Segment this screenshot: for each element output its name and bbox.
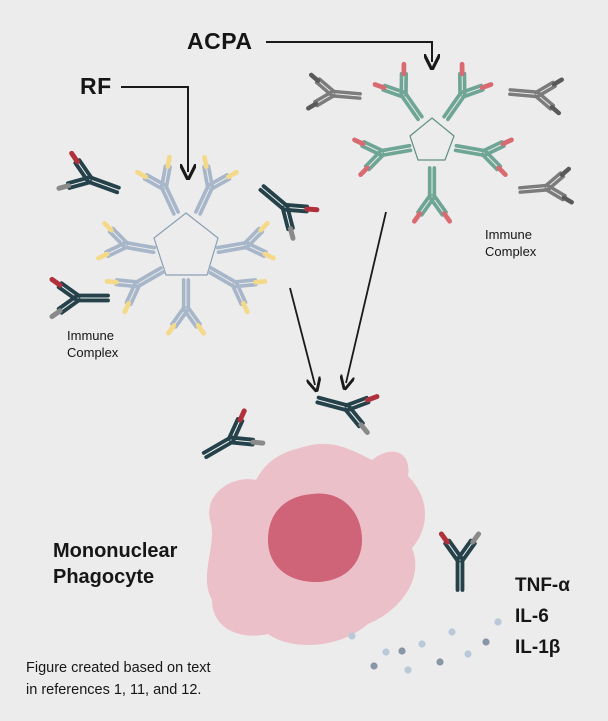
cytokine-dot [464,650,472,658]
cytokine-dot [448,628,456,636]
rf-bound-antibody-left [49,276,110,320]
cytokine-dot [398,647,406,655]
acpa-complex-antibody-top-left [372,61,424,122]
cytokine-dot [482,638,490,646]
rf-label: RF [80,73,112,99]
cell-bound-antibody-top [315,394,380,435]
rf-complex-antibody-right [215,220,276,261]
cytokine-dot [370,662,378,670]
immune-complex-label-right: Immune Complex [485,227,537,259]
cell-bound-antibody-right [438,531,482,592]
cytokine-dot [404,666,412,674]
phagocyte-nucleus [268,493,362,582]
acpa-bound-antibody-upper-left [306,72,362,111]
acpa-complex-antibody-left [352,137,413,178]
acpa-bound-antibody-upper-right [508,77,564,116]
cytokine-dot [418,640,426,648]
cytokine-il6: IL-6 [515,606,549,627]
arrow-rf-to-cell [289,287,315,385]
rf-complex-antibody-top-left [135,154,180,216]
cell-bound-antibody-left [201,408,266,460]
cytokine-il1b: IL-1β [515,637,561,658]
rf-complex-antibody-bottom [165,278,207,336]
figure-caption: Figure created based on text in referenc… [26,660,211,698]
acpa-label: ACPA [187,28,253,54]
cytokine-dots [348,618,502,674]
acpa-complex-antibody-bottom [411,166,453,224]
rf-bound-antibody-right [258,184,320,241]
immune-complex-label-left: Immune Complex [67,328,119,360]
rf-complex-antibody-left [96,220,157,261]
acpa-bound-antibody-right [518,166,574,205]
rf-complex-core [153,212,219,276]
rf-bound-antibody-upper-left [56,150,121,195]
acpa-complex-core [409,117,455,161]
cytokine-dot [436,658,444,666]
cell-label: Mononuclear Phagocyte [53,540,178,588]
cytokine-tnf: TNF-α [515,575,570,596]
cytokine-list: TNF-α IL-6 IL-1β [515,570,570,663]
rf-complex-antibody-lower-left [104,266,165,315]
cytokine-dot [348,632,356,640]
acpa-complex-antibody-top-right [442,61,494,122]
antibody-layer [49,61,574,592]
cytokine-dot [382,648,390,656]
rf-complex-antibody-lower-right [207,266,268,315]
acpa-pointer-line [266,41,432,62]
rf-complex-antibody-top-right [194,154,239,216]
rf-pointer-line [121,86,188,172]
cytokine-dot [494,618,502,626]
acpa-complex-antibody-right [453,137,514,178]
arrow-acpa-to-cell [346,211,387,383]
